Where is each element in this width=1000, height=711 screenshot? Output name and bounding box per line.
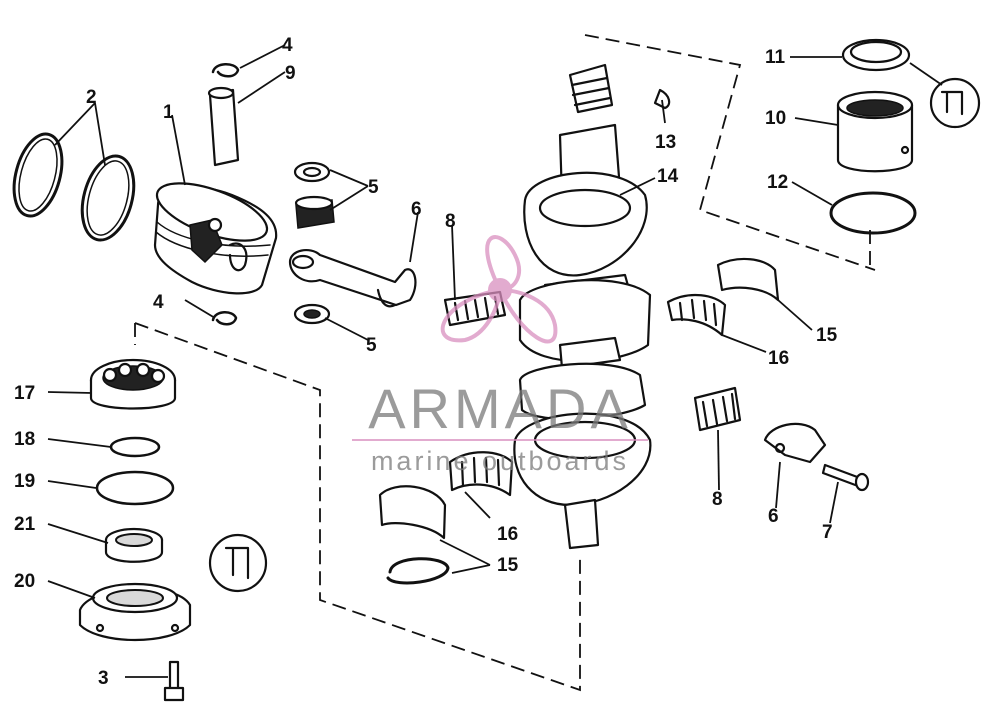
retaining-clip-lower[interactable] — [211, 311, 238, 326]
piston-rings[interactable] — [6, 129, 142, 246]
sealant-callout-bottom — [208, 533, 268, 593]
callout-19: 19 — [14, 471, 35, 492]
rod-cap[interactable] — [763, 422, 827, 464]
callout-21: 21 — [14, 514, 36, 535]
main-bearing-half-upper[interactable] — [716, 257, 780, 302]
callout-2: 2 — [86, 87, 97, 108]
callout-15-upper: 15 — [816, 325, 838, 346]
callout-5-lower: 5 — [366, 335, 377, 356]
watermark-tagline: marine outboards — [371, 446, 629, 476]
lower-retaining-ring[interactable] — [109, 436, 161, 458]
watermark-brand: ARMADA — [368, 377, 632, 440]
lower-washer[interactable] — [293, 303, 331, 325]
sealant-callout-top — [929, 77, 981, 129]
callout-17: 17 — [14, 383, 35, 404]
cap-screw[interactable] — [821, 463, 870, 492]
rod-bearing-lower[interactable] — [693, 386, 742, 432]
callout-8-top: 8 — [445, 211, 456, 232]
upper-needle-bearing[interactable] — [294, 195, 335, 229]
lower-o-ring[interactable] — [95, 470, 175, 506]
callout-9: 9 — [285, 63, 296, 84]
housing-screw[interactable] — [163, 660, 185, 702]
woodruff-key[interactable] — [653, 88, 671, 110]
callout-3: 3 — [98, 668, 109, 689]
callout-14: 14 — [657, 166, 679, 187]
main-bearing-half-lower[interactable] — [378, 485, 447, 540]
callout-1: 1 — [163, 102, 174, 123]
assembly-outline-lower-left — [134, 322, 581, 692]
retaining-clip-top[interactable] — [211, 63, 240, 78]
main-bearing-cage-lower[interactable] — [448, 451, 514, 497]
callout-4-top: 4 — [282, 35, 293, 56]
lower-seal[interactable] — [104, 527, 164, 563]
callout-10: 10 — [765, 108, 786, 129]
callout-5-top: 5 — [368, 177, 379, 198]
piston[interactable] — [150, 171, 278, 295]
lower-ball-bearing[interactable] — [89, 358, 177, 410]
callout-13: 13 — [655, 132, 676, 153]
connecting-rod[interactable] — [288, 249, 417, 308]
leader-lines — [47, 44, 943, 678]
callout-7: 7 — [822, 522, 833, 543]
wrist-pin[interactable] — [207, 86, 240, 167]
callout-16-upper: 16 — [768, 348, 789, 369]
callout-18: 18 — [14, 429, 35, 450]
callout-6-lower: 6 — [768, 506, 779, 527]
callout-8-lower: 8 — [712, 489, 723, 510]
watermark: ARMADA marine outboards — [352, 235, 648, 476]
callout-16-lower: 16 — [497, 524, 518, 545]
top-seal[interactable] — [841, 38, 911, 72]
propeller-logo — [440, 235, 558, 344]
callout-20: 20 — [14, 571, 35, 592]
lower-bearing-housing[interactable] — [78, 582, 192, 642]
callout-12: 12 — [767, 172, 788, 193]
callout-numbers: 4 9 2 1 5 6 8 4 5 11 10 12 13 14 15 16 8… — [14, 35, 838, 689]
retaining-ring-lower[interactable] — [386, 557, 450, 585]
callout-15-lower: 15 — [497, 555, 519, 576]
main-bearing-cage-upper[interactable] — [666, 293, 727, 337]
callout-11: 11 — [765, 47, 786, 68]
top-main-bearing[interactable] — [836, 90, 914, 173]
upper-washer[interactable] — [293, 161, 331, 183]
top-o-ring[interactable] — [829, 191, 917, 235]
callout-4-lower: 4 — [153, 292, 164, 313]
assembly-outline-upper-right — [584, 34, 876, 271]
callout-6-top: 6 — [411, 199, 422, 220]
